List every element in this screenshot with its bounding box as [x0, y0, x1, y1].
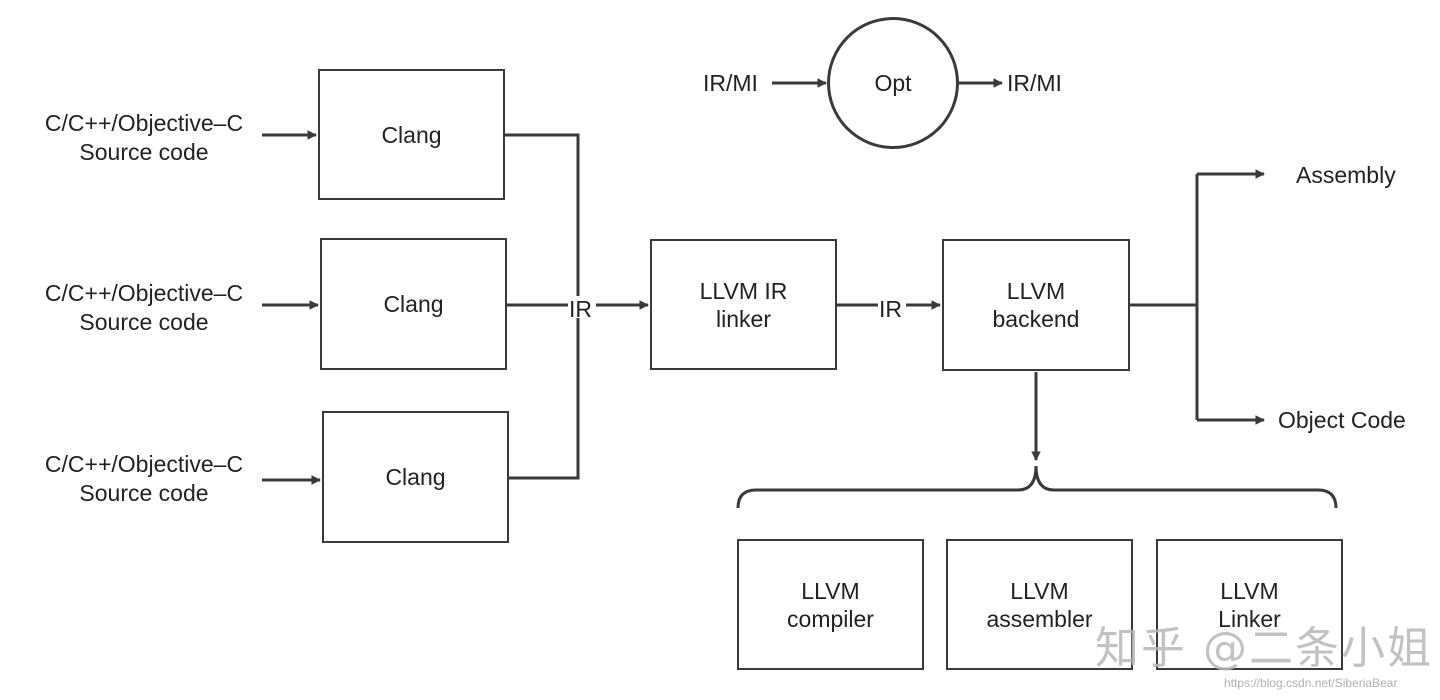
- tool-title: LLVM: [1010, 577, 1069, 604]
- source-language-text: C/C++/Objective–C: [44, 110, 244, 136]
- tool-subtitle: Linker: [1218, 605, 1281, 632]
- ir-label-frontend: IR: [569, 296, 592, 322]
- source-code-label-1: C/C++/Objective–C Source code: [24, 109, 264, 167]
- source-code-label-2: C/C++/Objective–C Source code: [24, 279, 264, 337]
- clang-box-1: Clang: [318, 69, 505, 200]
- source-code-text: Source code: [79, 480, 209, 506]
- llvm-ir-linker-box: LLVM IR linker: [650, 239, 837, 370]
- source-code-text: Source code: [79, 139, 209, 165]
- source-language-text: C/C++/Objective–C: [44, 280, 244, 306]
- tool-title: LLVM: [801, 577, 860, 604]
- tool-subtitle: compiler: [787, 605, 874, 632]
- clang-label: Clang: [381, 121, 442, 148]
- tool-title: LLVM: [1220, 577, 1279, 604]
- backend-title: LLVM: [1006, 278, 1066, 304]
- source-code-text: Source code: [79, 309, 209, 335]
- opt-input-label: IR/MI: [703, 70, 758, 96]
- backend-subtitle: backend: [992, 306, 1080, 332]
- llvm-backend-box: LLVM backend: [942, 239, 1130, 371]
- llvm-linker-box: LLVM Linker: [1156, 539, 1343, 670]
- clang-label: Clang: [383, 291, 444, 317]
- llvm-compiler-box: LLVM compiler: [737, 539, 924, 670]
- opt-output-label: IR/MI: [1007, 70, 1062, 96]
- clang-box-3: Clang: [322, 411, 509, 543]
- ir-label-linker: IR: [879, 296, 902, 322]
- linker-subtitle: linker: [716, 305, 771, 332]
- csdn-watermark-url: https://blog.csdn.net/SiberiaBear: [1224, 676, 1398, 690]
- opt-circle: Opt: [827, 17, 959, 149]
- assembly-output-label: Assembly: [1296, 162, 1396, 188]
- linker-title: LLVM IR: [699, 277, 788, 304]
- source-language-text: C/C++/Objective–C: [44, 451, 244, 477]
- llvm-assembler-box: LLVM assembler: [946, 539, 1133, 670]
- clang-3-output-line: [509, 318, 580, 480]
- clang-box-2: Clang: [320, 238, 507, 370]
- clang-label: Clang: [385, 464, 446, 490]
- object-code-output-label: Object Code: [1278, 407, 1406, 433]
- clang-1-output-line: [505, 133, 580, 296]
- source-code-label-3: C/C++/Objective–C Source code: [24, 450, 264, 508]
- tool-subtitle: assembler: [986, 605, 1093, 632]
- tools-brace: [736, 465, 1338, 509]
- zhihu-watermark: 知乎 @二条小姐: [1095, 623, 1433, 674]
- opt-label: Opt: [874, 69, 912, 96]
